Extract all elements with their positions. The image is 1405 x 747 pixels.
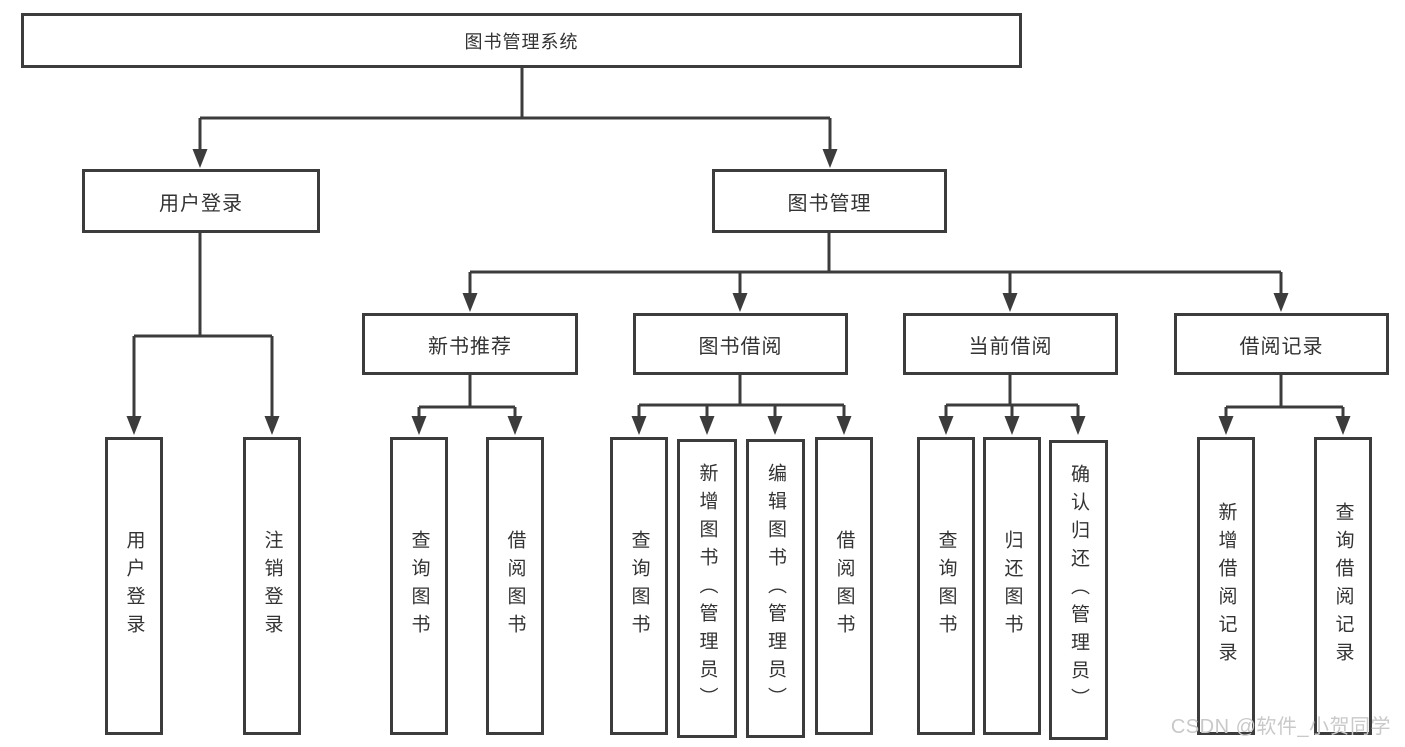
node-label: 查询图书 xyxy=(408,530,430,642)
leaf-logout: 注销登录 xyxy=(243,437,301,735)
arrowheads xyxy=(126,149,1351,435)
leaf-borrow-edit-books-admin: 编辑图书（管理员） xyxy=(746,439,805,738)
leaf-borrow-borrow-books: 借阅图书 xyxy=(815,437,873,735)
leaf-records-query-record: 查询借阅记录 xyxy=(1314,437,1372,735)
node-label: 查询借阅记录 xyxy=(1332,502,1354,670)
node-label: 注销登录 xyxy=(261,530,283,642)
node-label: 图书管理 xyxy=(787,192,872,215)
node-user-login: 用户登录 xyxy=(82,169,320,233)
node-label: 归还图书 xyxy=(1001,530,1023,642)
leaf-borrow-query-books: 查询图书 xyxy=(610,437,668,735)
node-book-management: 图书管理 xyxy=(712,169,947,233)
leaf-recommend-borrow-books: 借阅图书 xyxy=(486,437,544,735)
leaf-recommend-query-books: 查询图书 xyxy=(390,437,448,735)
node-label: 编辑图书（管理员） xyxy=(765,462,786,715)
leaf-current-confirm-return-admin: 确认归还（管理员） xyxy=(1049,440,1108,740)
node-label: 借阅图书 xyxy=(504,530,526,642)
leaf-current-query-books: 查询图书 xyxy=(917,437,975,735)
node-label: 图书管理系统 xyxy=(464,31,579,52)
leaf-current-return-books: 归还图书 xyxy=(983,437,1041,735)
node-label: 借阅图书 xyxy=(833,530,855,642)
node-label: 图书借阅 xyxy=(698,335,783,358)
node-borrow-records: 借阅记录 xyxy=(1174,313,1389,375)
node-label: 确认归还（管理员） xyxy=(1068,464,1089,716)
node-label: 当前借阅 xyxy=(968,335,1053,358)
node-label: 查询图书 xyxy=(935,530,957,642)
node-label: 用户登录 xyxy=(123,530,145,642)
node-label: 借阅记录 xyxy=(1239,335,1324,358)
node-label: 新增图书（管理员） xyxy=(696,462,718,715)
node-root: 图书管理系统 xyxy=(21,13,1022,68)
node-label: 用户登录 xyxy=(159,192,243,215)
node-new-book-recommend: 新书推荐 xyxy=(362,313,578,375)
node-label: 新增借阅记录 xyxy=(1215,502,1237,670)
node-label: 查询图书 xyxy=(628,530,650,642)
node-book-borrow: 图书借阅 xyxy=(633,313,848,375)
node-label: 新书推荐 xyxy=(428,335,512,358)
leaf-records-add-record: 新增借阅记录 xyxy=(1197,437,1255,735)
node-current-borrow: 当前借阅 xyxy=(903,313,1118,375)
leaf-borrow-add-books-admin: 新增图书（管理员） xyxy=(677,439,737,738)
leaf-user-login: 用户登录 xyxy=(105,437,163,735)
